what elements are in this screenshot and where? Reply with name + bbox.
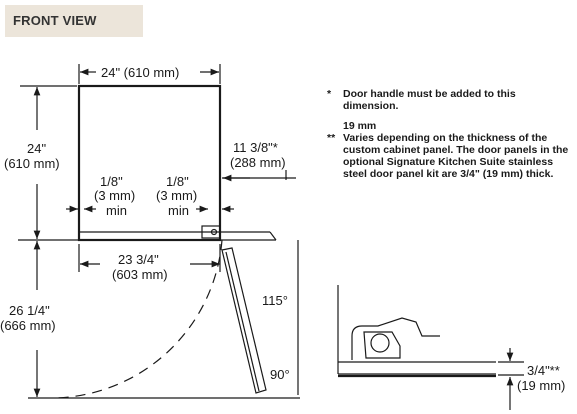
gap-right-in: 1/8" [166,174,189,189]
note-2: ** Varies depending on the thickness of … [327,132,572,180]
note-1-text: Door handle must be added to this dimens… [343,88,516,112]
notes-block: * Door handle must be added to this dime… [327,88,572,180]
inner-mm-label: (603 mm) [112,267,168,282]
inner-in-label: 23 3/4" [118,252,159,267]
swing-mm-label: (666 mm) [0,318,56,333]
header-tag: FRONT VIEW [5,5,143,37]
open-door-inner [225,251,260,392]
height-in-label: 24" [27,141,46,156]
height-mm-label: (610 mm) [4,156,60,171]
note-2-mark: ** [327,132,336,144]
hinge-pin [210,228,218,236]
gap-left-in: 1/8" [100,174,123,189]
page-title: FRONT VIEW [13,13,97,28]
gap-right-min: min [168,203,189,218]
note-2-prefix: 19 mm [343,120,377,132]
panel-in-label: 3/4"** [527,363,560,378]
angle-open-label: 115° [262,293,288,308]
counter-edge [269,231,277,241]
note-1-mark: * [327,88,332,100]
door-swing-arc [52,239,223,399]
note-1: * Door handle must be added to this dime… [327,88,572,112]
panel-mm-label: (19 mm) [517,378,565,393]
open-door [221,247,267,394]
detail-hinge [363,331,401,359]
gap-right-mm: (3 mm) [156,188,197,203]
detail-pin [370,333,390,353]
cabinet-outline [77,84,222,242]
right-in-label: 11 3/8"* [233,140,278,155]
note-2-prefix-row: 19 mm [327,120,572,132]
note-2-text: Varies depending on the thickness of the… [343,132,569,180]
swing-in-label: 26 1/4" [9,303,50,318]
angle-right-label: 90° [270,367,290,382]
hinge-block [201,225,221,239]
width-label: 24" (610 mm) [101,65,179,80]
gap-left-mm: (3 mm) [94,188,135,203]
gap-left-min: min [106,203,127,218]
detail-bracket [351,317,440,360]
right-mm-label: (288 mm) [230,155,286,170]
